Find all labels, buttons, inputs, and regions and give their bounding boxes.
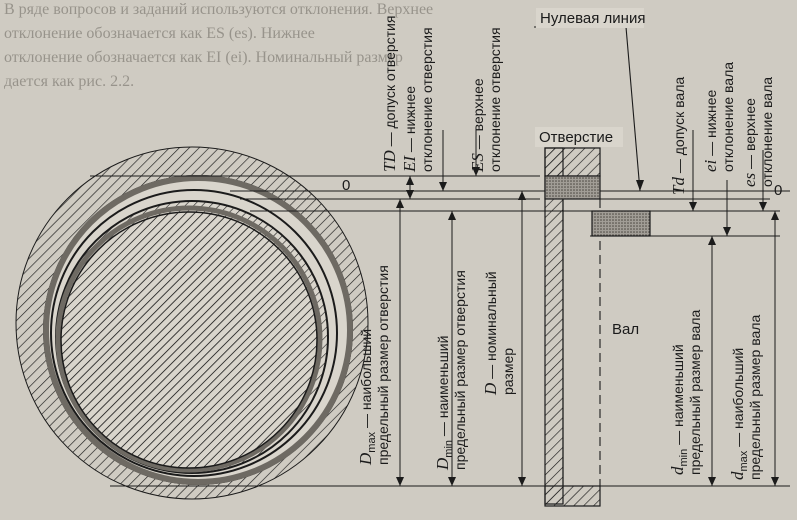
background-text-line: дается как рис. 2.2. bbox=[4, 73, 134, 90]
shaft-label-td: Td — допуск вала bbox=[669, 77, 688, 195]
hole-label-dmin-symbol: D bbox=[433, 457, 452, 471]
shaft-label: Вал bbox=[612, 321, 639, 338]
background-text-line: отклонение обозначается как ES (es). Ниж… bbox=[4, 25, 315, 42]
hole-label-td-text: — допуск отверстия bbox=[382, 16, 398, 151]
background-text-line: В ряде вопросов и заданий используются о… bbox=[4, 1, 433, 18]
shaft-label-dmin-text1: — наименьший bbox=[670, 344, 686, 448]
hole-dimension-arrows bbox=[396, 130, 526, 486]
hole-label-es-symbol: ES bbox=[468, 153, 487, 173]
hole-label-dmax: Dmax — наибольший предельный размер отве… bbox=[356, 265, 391, 466]
shaft-label-ei-text1: — нижнее bbox=[703, 90, 719, 160]
zero-line-label: Нулевая линия bbox=[540, 10, 645, 27]
shaft-section bbox=[591, 210, 651, 237]
shaft-label-es: es — верхнее отклонение вала bbox=[740, 77, 775, 187]
shaft-label-es-text1: — верхнее bbox=[742, 98, 758, 173]
hole-label-td: TD — допуск отверстия bbox=[380, 16, 399, 172]
zero-right-label: 0 bbox=[774, 182, 782, 199]
svg-text:D — номинальный: D — номинальный bbox=[481, 271, 500, 396]
hole-section bbox=[544, 147, 601, 507]
shaft-label-dmax: dmax — наибольший предельный размер вала bbox=[728, 315, 763, 480]
svg-text:Dmax — наибольший: Dmax — наибольший bbox=[356, 329, 378, 466]
shaft-label-td-text: — допуск вала bbox=[671, 77, 687, 177]
hole-label-dmax-text1: — наибольший bbox=[358, 329, 374, 432]
hole-label-dmin: Dmin — наименьший предельный размер отве… bbox=[433, 270, 468, 471]
hole-label-dmin-text1: — наименьший bbox=[435, 336, 451, 440]
shaft-label-ei-text2: отклонение вала bbox=[720, 62, 736, 172]
shaft-label-dmax-symbol: d bbox=[728, 471, 747, 480]
svg-text:TD — допуск отверстия: TD — допуск отверстия bbox=[380, 16, 399, 172]
hole-label-es-text2: отклонение отверстия bbox=[487, 27, 503, 172]
shaft-label-ei-symbol: ei bbox=[701, 159, 720, 172]
svg-text:es — верхнее: es — верхнее bbox=[740, 98, 759, 187]
background-text-line: отклонение обозначается как EI (ei). Ном… bbox=[4, 49, 403, 66]
hole-label-ei-text1: — нижнее bbox=[402, 86, 418, 156]
shaft-label-dmax-text2: предельный размер вала bbox=[747, 315, 763, 480]
hole-label-es-text1: — верхнее bbox=[470, 78, 486, 153]
hole-label-dmin-text2: предельный размер отверстия bbox=[452, 270, 468, 470]
svg-text:dmax — наибольший: dmax — наибольший bbox=[728, 348, 750, 480]
shaft-label-dmax-text1: — наибольший bbox=[730, 348, 746, 451]
shaft-label-dmin-text2: предельный размер вала bbox=[687, 310, 703, 475]
shaft-label-es-symbol: es bbox=[740, 172, 759, 187]
hole-label-ei-text2: отклонение отверстия bbox=[419, 27, 435, 172]
svg-text:Td — допуск вала: Td — допуск вала bbox=[669, 77, 688, 195]
hole-label-dmax-symbol: D bbox=[356, 452, 375, 466]
svg-text:EI — нижнее: EI — нижнее bbox=[400, 86, 419, 173]
zero-left-label: 0 bbox=[342, 177, 350, 194]
hole-part-drawing bbox=[15, 146, 369, 500]
background-text: В ряде вопросов и заданий используются о… bbox=[4, 1, 433, 90]
reference-lines bbox=[90, 175, 790, 487]
hole-label: Отверстие bbox=[539, 129, 613, 146]
shaft-label-dmin-symbol: d bbox=[668, 466, 687, 475]
shaft-label-es-text2: отклонение вала bbox=[759, 77, 775, 187]
svg-text:dmin — наименьший: dmin — наименьший bbox=[668, 344, 690, 475]
shaft-label-td-symbol: Td bbox=[669, 177, 688, 195]
hole-label-ei-symbol: EI bbox=[400, 155, 419, 173]
shaft-label-dmin: dmin — наименьший предельный размер вала bbox=[668, 310, 703, 475]
shaft-label-ei: ei — нижнее отклонение вала bbox=[701, 62, 736, 172]
hole-label-dmin-sub: min bbox=[443, 440, 455, 458]
svg-text:ES — верхнее: ES — верхнее bbox=[468, 78, 487, 173]
hole-label-dnom-text1: — номинальный bbox=[483, 271, 499, 382]
hole-label-dnom: D — номинальный размер bbox=[481, 271, 516, 396]
shaft-label-dmin-sub: min bbox=[678, 449, 690, 467]
svg-text:ei — нижнее: ei — нижнее bbox=[701, 90, 720, 172]
hole-label-td-symbol: TD bbox=[380, 150, 399, 172]
hole-label-dnom-symbol: D bbox=[481, 382, 500, 396]
hole-label-es: ES — верхнее отклонение отверстия bbox=[468, 27, 503, 173]
hole-label-dmax-text2: предельный размер отверстия bbox=[375, 265, 391, 465]
hole-label-dmax-sub: max bbox=[366, 431, 378, 452]
shaft-label-dmax-sub: max bbox=[738, 450, 750, 471]
hole-label-ei: EI — нижнее отклонение отверстия bbox=[400, 27, 435, 173]
hole-label-dnom-text2: размер bbox=[500, 348, 516, 395]
shaft-dimension-arrows bbox=[689, 130, 779, 486]
svg-text:Dmin — наименьший: Dmin — наименьший bbox=[433, 336, 455, 471]
